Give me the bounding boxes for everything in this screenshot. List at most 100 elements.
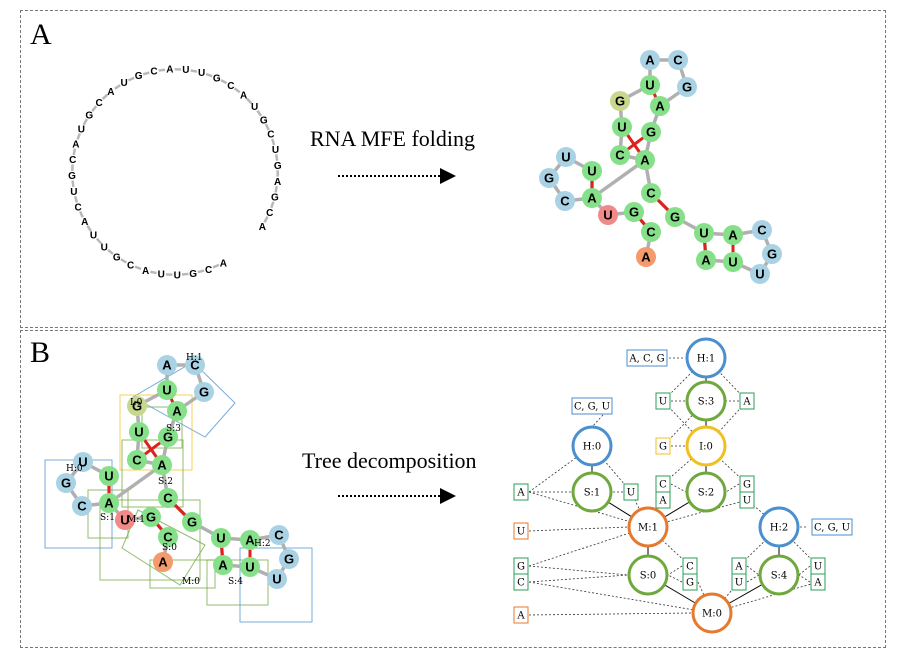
ring-backbone — [220, 79, 228, 85]
ring-backbone — [114, 84, 121, 90]
tree-annotation-label: G — [659, 442, 667, 453]
decomposition-box — [131, 361, 236, 438]
tree-dotted-link — [528, 574, 629, 583]
nucleotide-node — [640, 50, 660, 70]
tree-annotation-label: G — [743, 480, 751, 491]
ring-base: C — [266, 208, 273, 219]
tree-annotation-label: U — [517, 527, 525, 538]
ring-backbone — [274, 154, 279, 161]
ring-backbone — [158, 68, 166, 72]
nucleotide-node — [750, 264, 770, 284]
ring-base: A — [142, 266, 149, 277]
nucleotide-node — [650, 96, 670, 116]
nucleotide-node — [72, 496, 92, 516]
tree-node — [571, 471, 613, 513]
ring-base: G — [260, 115, 268, 126]
nucleotide-node — [641, 222, 661, 242]
ring-base: C — [227, 81, 234, 92]
tree-annotation-box — [655, 491, 671, 509]
tree-annotation-label: U — [627, 488, 635, 499]
nucleotide-label: A — [157, 458, 167, 473]
ring-backbone — [101, 93, 109, 100]
nucleotide-label: C — [757, 223, 767, 238]
ring-backbone — [107, 248, 114, 255]
nucleotide-label: A — [245, 533, 255, 548]
ring-base: A — [107, 87, 114, 98]
nucleotide-node — [56, 473, 76, 493]
nucleotide-node — [127, 450, 147, 470]
tree-annotation-box — [811, 518, 853, 536]
decomposition-label: H:2 — [254, 539, 271, 549]
nucleotide-node — [665, 207, 685, 227]
nucleotide-label: U — [728, 255, 737, 270]
nucleotide-label: U — [162, 383, 171, 398]
ring-backbone — [245, 97, 253, 105]
decomposition-box — [149, 559, 216, 589]
decomposition-box — [121, 509, 206, 586]
tree-annotation-label: G — [686, 578, 694, 589]
nucleotide-node — [762, 244, 782, 264]
nucleotide-label: C — [615, 148, 625, 163]
nucleotide-label: A — [162, 358, 172, 373]
ring-base: C — [127, 260, 134, 271]
tree-annotation-label: G — [517, 562, 525, 573]
nucleotide-node — [158, 427, 178, 447]
ring-base: U — [90, 231, 97, 242]
ring-base: C — [150, 67, 157, 78]
tree-dotted-link — [746, 574, 760, 583]
base-pair-bond — [142, 440, 163, 457]
ring-base: U — [120, 78, 127, 89]
nucleotide-label: A — [701, 253, 711, 268]
ring-backbone — [205, 72, 213, 78]
ring-base: C — [75, 203, 82, 214]
nucleotide-label: A — [158, 555, 168, 570]
nucleotide-node — [641, 183, 661, 203]
ring-base: A — [72, 139, 79, 150]
panel-a-caption: RNA MFE folding — [310, 126, 476, 151]
decomposition-label: S:3 — [166, 424, 181, 434]
ring-backbone — [82, 118, 88, 126]
ring-backbone — [274, 185, 278, 193]
ring-backbone — [78, 210, 84, 218]
base-pair-bond — [625, 132, 642, 155]
ring-backbone — [264, 123, 270, 131]
tree-node-label: H:2 — [770, 523, 788, 534]
ring-backbone — [72, 148, 77, 156]
tree-node-label: S:0 — [640, 571, 657, 582]
ring-backbone — [91, 105, 98, 112]
nucleotide-label: A — [218, 558, 228, 573]
tree-node — [758, 554, 800, 596]
nucleotide-label: G — [615, 94, 625, 109]
tree-annotation-label: A — [813, 578, 822, 589]
ring-base: U — [272, 145, 279, 156]
ring-backbone — [212, 263, 220, 269]
decomposition-label: I:0 — [130, 398, 143, 408]
tree-dotted-link — [528, 491, 649, 528]
decomposition-label: H:1 — [186, 353, 203, 363]
decomposition-box — [87, 489, 129, 539]
nucleotide-label: G — [61, 476, 71, 491]
nucleotide-label: U — [78, 455, 87, 470]
ring-backbone — [150, 270, 157, 275]
ring-base: G — [271, 193, 279, 204]
tree-annotation-box — [655, 392, 671, 410]
nucleotide-node — [73, 452, 93, 472]
tree-annotation-label: U — [659, 397, 667, 408]
nucleotide-node — [240, 557, 260, 577]
ring-backbone — [76, 133, 81, 140]
ring-backbone — [95, 237, 102, 245]
tree-dotted-link — [798, 574, 811, 583]
tree-annotation-box — [655, 437, 671, 455]
decomposition-label: S:2 — [158, 477, 173, 487]
tree-node — [758, 506, 800, 548]
ring-base: G — [213, 73, 221, 84]
decomposition-label: S:0 — [162, 543, 177, 553]
tree-dotted-link — [528, 526, 649, 567]
nucleotide-node — [194, 382, 214, 402]
nucleotide-node — [610, 145, 630, 165]
ring-base: C — [267, 130, 274, 141]
tree-node-label: H:1 — [697, 354, 715, 365]
tree-dotted-link — [746, 499, 780, 528]
